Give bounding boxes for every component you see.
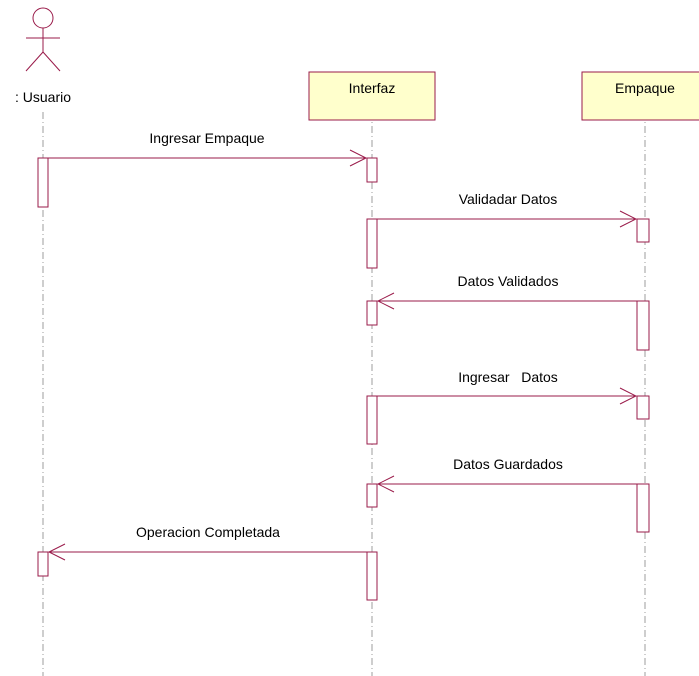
arrowhead-6-icon [47, 543, 66, 561]
message-label-3: Datos Validados [458, 273, 559, 289]
activation-interfaz-5 [366, 483, 378, 508]
arrowhead-1-icon [349, 149, 368, 167]
activation-empaque-3 [636, 395, 650, 420]
arrowhead-3-icon [376, 292, 395, 310]
actor-usuario-icon [25, 7, 61, 72]
message-label-1: Ingresar Empaque [149, 130, 264, 146]
message-label-5: Datos Guardados [453, 456, 563, 472]
activation-interfaz-1 [366, 157, 378, 183]
activation-usuario-1 [37, 157, 49, 208]
activation-empaque-2 [636, 300, 650, 351]
activation-empaque-4 [636, 483, 650, 533]
arrowhead-2-icon [619, 210, 638, 228]
arrowhead-5-icon [376, 475, 395, 493]
actor-label: : Usuario [15, 89, 71, 105]
object-label-empaque: Empaque [615, 80, 675, 96]
activation-interfaz-4 [366, 395, 378, 445]
arrowhead-4-icon [619, 387, 638, 405]
message-label-4: Ingresar Datos [458, 369, 558, 385]
activation-empaque-1 [636, 218, 650, 243]
object-box-empaque [581, 71, 699, 121]
message-label-6: Operacion Completada [136, 524, 280, 540]
activation-interfaz-3 [366, 300, 378, 326]
object-label-interfaz: Interfaz [349, 80, 396, 96]
activation-interfaz-2 [366, 218, 378, 269]
object-box-interfaz [308, 71, 436, 121]
message-label-2: Validadar Datos [459, 191, 558, 207]
activation-interfaz-6 [366, 551, 378, 601]
activation-usuario-2 [37, 551, 49, 577]
